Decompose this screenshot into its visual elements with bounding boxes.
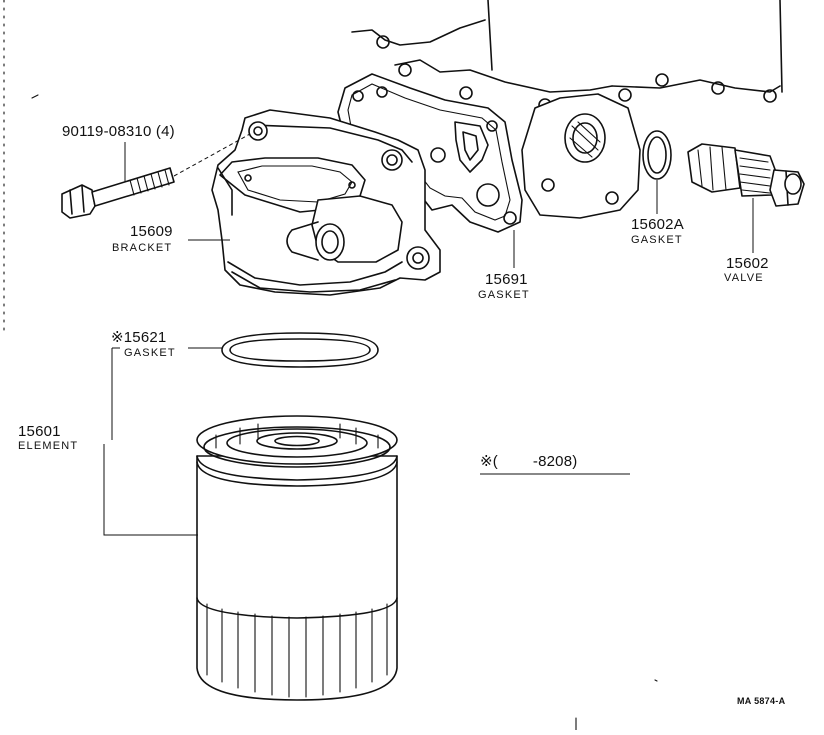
- bracket-part-name: BRACKET: [112, 242, 173, 254]
- valve-part-number: 15602: [726, 255, 769, 272]
- leader-lines: [103, 142, 754, 536]
- valve-15602: [687, 143, 805, 207]
- engine-block-outline: [351, 0, 783, 219]
- bolt-part-number: 90119-08310 (4): [62, 123, 175, 140]
- figure-code: MA 5874-A: [737, 696, 786, 706]
- edge-marks: [3, 0, 658, 731]
- gasket-ring-15621: [221, 332, 379, 368]
- gasket-plate-part-number: 15691: [485, 271, 528, 288]
- gasket-small-part-number: 15602A: [631, 216, 684, 233]
- valve-part-name: VALVE: [724, 272, 764, 284]
- element-part-number: 15601: [18, 423, 61, 440]
- gasket-ring-part-number: ※15621: [111, 329, 167, 346]
- gasket-small-part-name: GASKET: [631, 234, 683, 246]
- element-part-name: ELEMENT: [18, 440, 79, 452]
- production-date-note: ※( -8208): [480, 453, 578, 470]
- filter-element-15601: [196, 415, 398, 701]
- gasket-ring-part-name: GASKET: [124, 347, 176, 359]
- bolt-90119-08310: [61, 133, 251, 219]
- gasket-plate-part-name: GASKET: [478, 289, 530, 301]
- bracket-part-number: 15609: [130, 223, 173, 240]
- bracket-15609: [211, 109, 441, 296]
- gasket-15602a: [642, 130, 672, 180]
